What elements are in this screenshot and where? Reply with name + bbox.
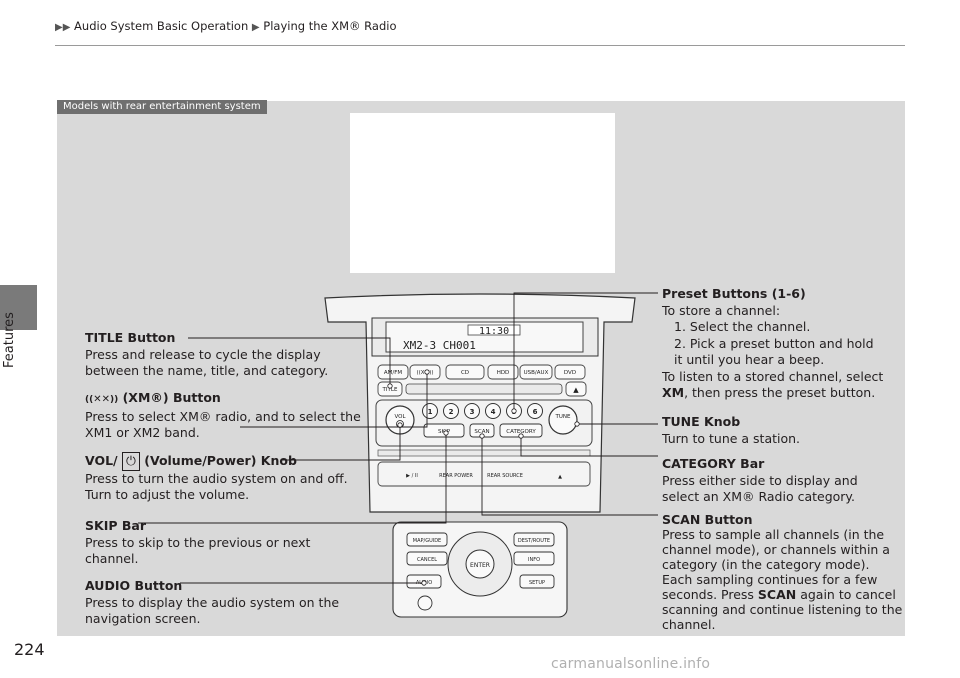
display-clock: 11:30 bbox=[479, 326, 509, 337]
power-icon: ⏻ bbox=[121, 452, 140, 471]
callout-tune-knob: TUNE Knob Turn to tune a station. bbox=[662, 414, 801, 446]
callout-audio-button: AUDIO Button Press to display the audio … bbox=[85, 578, 340, 626]
callout-preset-buttons: Preset Buttons (1-6) To store a channel:… bbox=[662, 286, 884, 400]
callout-scan-button: SCAN Button Press to sample all channels… bbox=[662, 512, 903, 632]
svg-text:▲: ▲ bbox=[573, 386, 579, 394]
xm-icon: (( bbox=[85, 395, 94, 405]
svg-text:INFO: INFO bbox=[528, 557, 540, 563]
breadcrumb-item-2[interactable]: Playing the XM® Radio bbox=[263, 19, 397, 33]
breadcrumb-arrow-icon: ▶ bbox=[251, 22, 260, 33]
svg-text:4: 4 bbox=[491, 408, 496, 416]
svg-text:SCAN: SCAN bbox=[474, 429, 489, 435]
breadcrumb-arrow-icon: ▶▶ bbox=[55, 22, 71, 33]
svg-text:VOL: VOL bbox=[394, 414, 406, 420]
watermark: carmanualsonline.info bbox=[551, 656, 711, 672]
svg-text:▲: ▲ bbox=[558, 474, 562, 480]
svg-text:SETUP: SETUP bbox=[529, 580, 545, 586]
header-rule bbox=[55, 45, 905, 46]
svg-text:2: 2 bbox=[449, 408, 454, 416]
svg-text:HDD: HDD bbox=[497, 370, 510, 376]
breadcrumb-item-1[interactable]: Audio System Basic Operation bbox=[74, 19, 249, 33]
section-tab bbox=[0, 285, 37, 330]
svg-text:MAP/GUIDE: MAP/GUIDE bbox=[413, 538, 441, 544]
callout-xm-button: ((✕✕)) (XM®) Button Press to select XM® … bbox=[85, 390, 361, 440]
svg-text:▶ / II: ▶ / II bbox=[406, 473, 418, 479]
callout-skip-bar: SKIP Bar Press to skip to the previous o… bbox=[85, 518, 311, 566]
svg-text:6: 6 bbox=[533, 408, 538, 416]
svg-text:ENTER: ENTER bbox=[470, 562, 490, 569]
svg-text:REAR POWER: REAR POWER bbox=[439, 473, 473, 479]
svg-text:DEST/ROUTE: DEST/ROUTE bbox=[518, 538, 550, 544]
svg-text:CATEGORY: CATEGORY bbox=[506, 429, 536, 435]
model-tab: Models with rear entertainment system bbox=[57, 100, 267, 114]
callout-title-button: TITLE Button Press and release to cycle … bbox=[85, 330, 329, 378]
callout-category-bar: CATEGORY Bar Press either side to displa… bbox=[662, 456, 858, 504]
svg-text:TUNE: TUNE bbox=[555, 414, 571, 420]
svg-text:1: 1 bbox=[428, 408, 433, 416]
callout-vol-knob: VOL/ ⏻ (Volume/Power) Knob Press to turn… bbox=[85, 452, 348, 502]
svg-text:CANCEL: CANCEL bbox=[417, 557, 437, 563]
preset-step-2: 2. Pick a preset button and hold it unti… bbox=[674, 335, 874, 368]
svg-text:DVD: DVD bbox=[564, 370, 576, 376]
svg-text:AM/FM: AM/FM bbox=[384, 370, 403, 376]
page-number: 224 bbox=[14, 640, 45, 659]
svg-text:TITLE: TITLE bbox=[382, 387, 398, 393]
svg-text:3: 3 bbox=[470, 408, 475, 416]
svg-text:CD: CD bbox=[461, 370, 469, 376]
svg-text:REAR SOURCE: REAR SOURCE bbox=[487, 473, 523, 479]
breadcrumb: ▶▶ Audio System Basic Operation ▶ Playin… bbox=[55, 19, 397, 33]
svg-text:USB/AUX: USB/AUX bbox=[524, 370, 549, 376]
blank-image-area bbox=[350, 113, 615, 273]
display-text: XM2-3 CH001 bbox=[403, 339, 476, 352]
